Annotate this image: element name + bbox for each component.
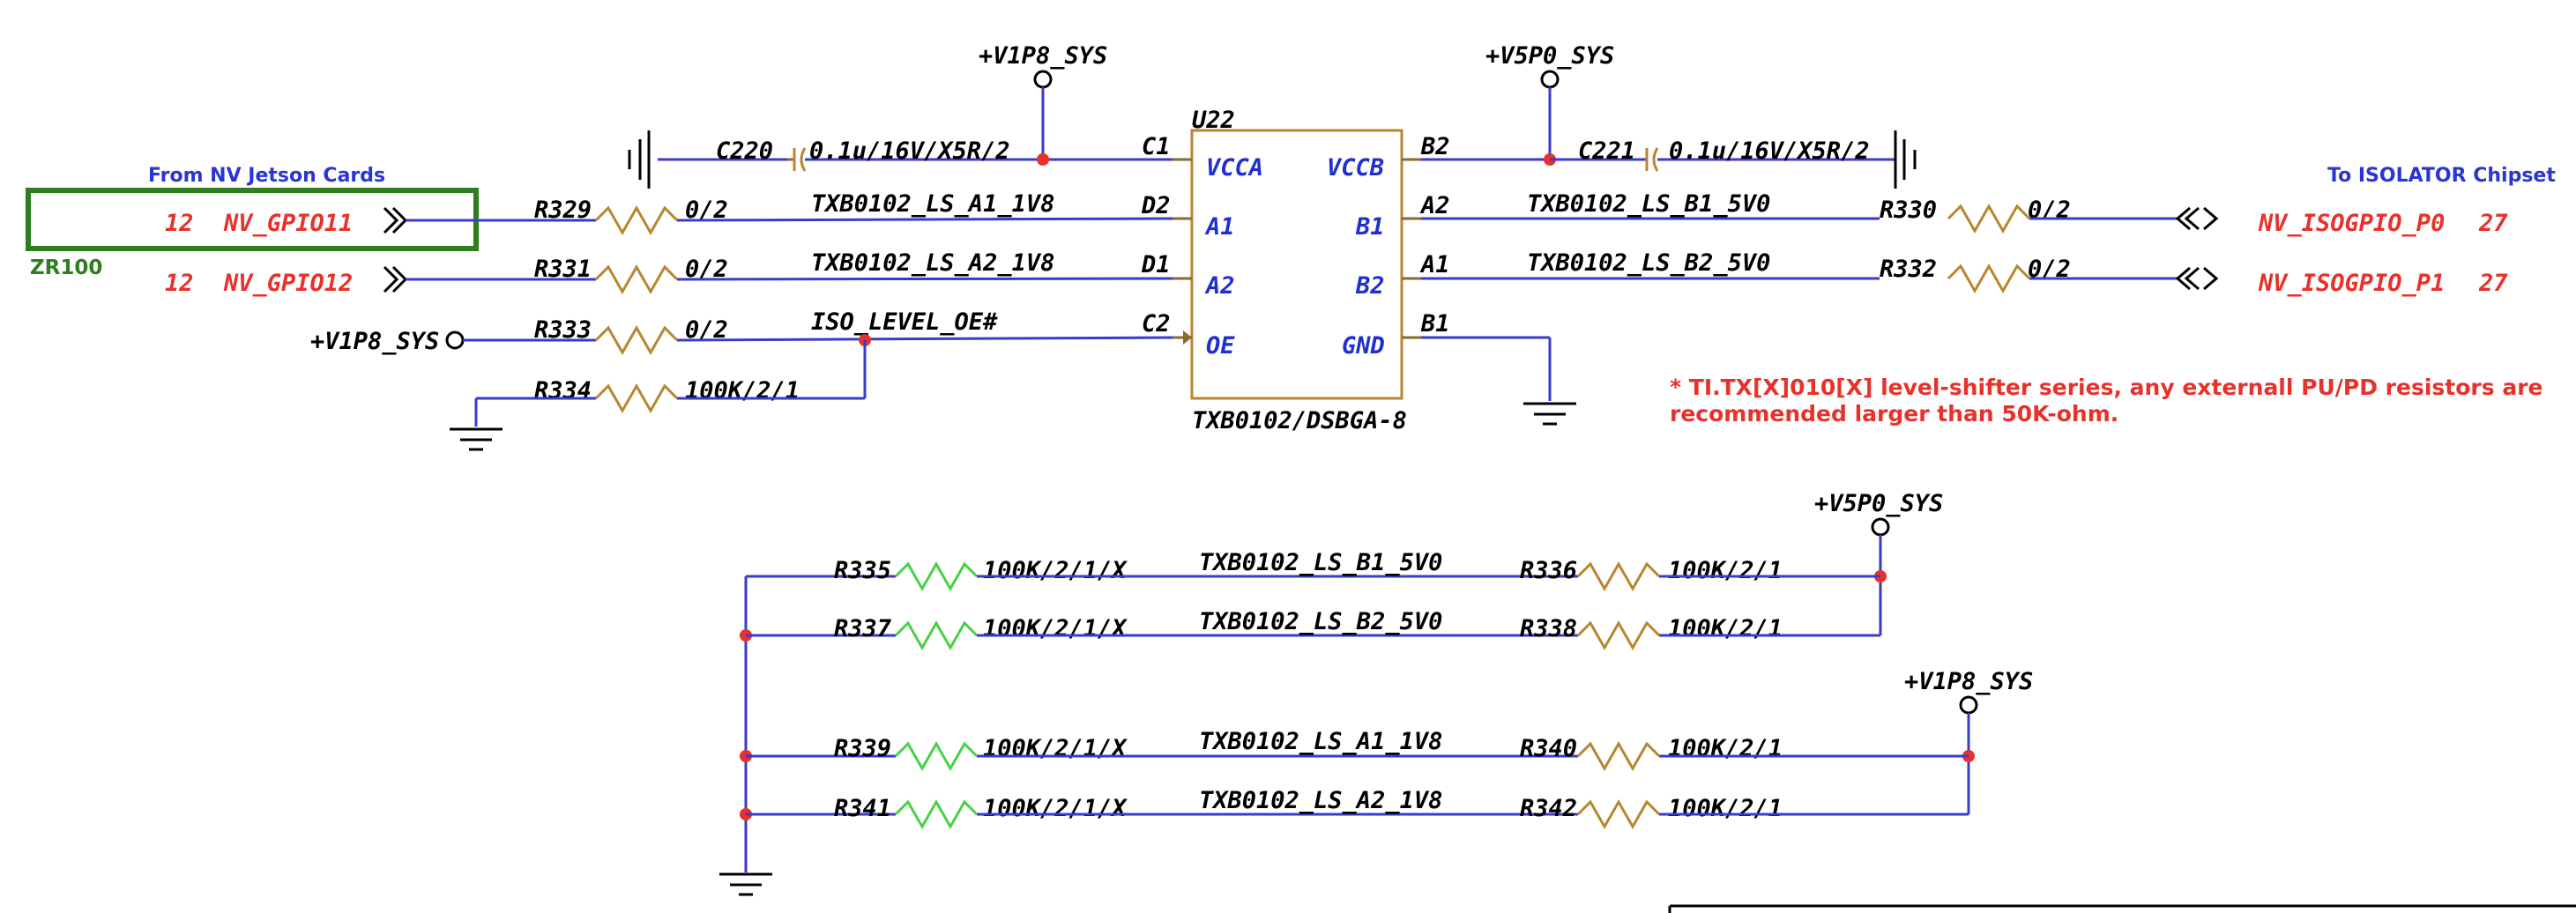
net-pu-a2: TXB0102_LS_A2_1V8 [1199,787,1442,814]
power-label-v5p0-top: +V5P0_SYS [1485,42,1614,70]
c220-ref: C220 [716,137,773,165]
r341-ref: R341 [834,795,891,822]
net-ls-b1: TXB0102_LS_B1_5V0 [1527,190,1770,218]
net-pu-b1: TXB0102_LS_B1_5V0 [1199,549,1442,576]
pin-vcca: VCCA [1206,154,1263,182]
pin-a1-inside: A1 [1204,213,1235,241]
right-header: To ISOLATOR Chipset [2327,165,2556,187]
r334-ref: R334 [534,377,592,405]
r340-ref: R340 [1520,735,1577,762]
pin-oe: OE [1206,332,1235,360]
r338-value: 100K/2/1 [1668,615,1783,642]
resistor-r333: R333 0/2 ISO_LEVEL_OE# [534,308,1173,356]
ground-left-icon [450,427,503,451]
power-label-v1p8-bottom: +V1P8_SYS [1904,668,2033,695]
pin-d2: D2 [1141,192,1171,219]
r338-ref: R338 [1520,615,1577,642]
gpio11-port-icon [383,206,408,234]
pin-b1-outside: B1 [1420,310,1450,338]
isogpio-p1-name: NV_ISOGPIO_P1 [2258,270,2445,297]
chip-u22: U22 TXB0102/DSBGA-8 VCCA A1 A2 OE VCCB B… [1141,107,1450,434]
ground-right-icon [1523,402,1576,426]
r336-value: 100K/2/1 [1668,557,1783,584]
net-ls-b2: TXB0102_LS_B2_5V0 [1527,249,1770,277]
net-pu-a1: TXB0102_LS_A1_1V8 [1199,728,1442,755]
net-ls-a1: TXB0102_LS_A1_1V8 [811,190,1054,218]
c221-value: 0.1u/16V/X5R/2 [1669,137,1870,165]
net-pu-b2: TXB0102_LS_B2_5V0 [1199,608,1442,635]
chip-part: TXB0102/DSBGA-8 [1192,407,1407,434]
power-v5p0-top: +V5P0_SYS [1485,42,1614,160]
resistor-r334: R334 100K/2/1 [474,340,867,427]
r340-value: 100K/2/1 [1668,735,1783,762]
r336-ref: R336 [1520,557,1577,584]
power-label-v1p8-top: +V1P8_SYS [979,42,1107,70]
r334-value: 100K/2/1 [685,377,800,405]
r332-ref: R332 [1880,256,1937,283]
isogpio-p0-number: 27 [2478,210,2508,237]
r337-ref: R337 [834,615,892,642]
gpio11-name: NV_GPIO11 [223,210,353,237]
power-label-v5p0-bottom: +V5P0_SYS [1814,490,1943,517]
net-iso-level-oe: ISO_LEVEL_OE# [811,308,998,336]
r335-ref: R335 [834,557,891,584]
c220-value: 0.1u/16V/X5R/2 [809,137,1010,165]
r339-ref: R339 [834,735,891,762]
r335-value: 100K/2/1/X [983,557,1128,584]
pin-a1-outside: A1 [1419,251,1450,278]
resistor-r331: R331 0/2 TXB0102_LS_A2_1V8 [534,249,1173,295]
c221-ref: C221 [1578,137,1635,165]
power-v1p8-top: +V1P8_SYS [979,42,1107,160]
design-note: * TI.TX[X]010[X] level-shifter series, a… [1670,375,2543,427]
left-signal-block: From NV Jetson Cards ZR100 12 NV_GPIO11 … [26,165,596,355]
r333-ref: R333 [534,316,592,344]
gpio12-name: NV_GPIO12 [223,270,353,297]
zr100-label: ZR100 [30,256,102,279]
ground-bottom-icon [719,872,772,896]
r337-value: 100K/2/1/X [983,615,1128,642]
pin-d1: D1 [1141,251,1171,278]
title-block-frame [1668,904,2576,913]
note-line2: recommended larger than 50K-ohm. [1670,401,2118,427]
isogpio-p1-number: 27 [2478,270,2508,297]
r342-value: 100K/2/1 [1668,795,1783,822]
r330-ref: R330 [1880,197,1937,224]
pullup-network: +V5P0_SYS +V1P8_SYS R335 100K/2/1/X TXB0… [740,490,2033,872]
pin-b1-inside: B1 [1355,213,1385,241]
r339-value: 100K/2/1/X [983,735,1128,762]
note-line1: * TI.TX[X]010[X] level-shifter series, a… [1670,375,2543,400]
pin-c1: C1 [1142,133,1171,160]
chip-ref: U22 [1192,107,1235,134]
pin-gnd: GND [1342,332,1385,360]
gpio11-number: 12 [165,210,194,237]
pin-c2: C2 [1142,310,1171,338]
gpio12-number: 12 [165,270,194,297]
capacitor-c220: C220 0.1u/16V/X5R/2 [628,130,1173,189]
pin-a2-inside: A2 [1204,272,1235,300]
net-ls-a2: TXB0102_LS_A2_1V8 [811,249,1054,277]
capacitor-c221: C221 0.1u/16V/X5R/2 [1400,130,1917,189]
left-header: From NV Jetson Cards [148,165,385,187]
isogpio-p1-port-icon [2175,266,2219,291]
right-signal-block: TXB0102_LS_B1_5V0 TXB0102_LS_B2_5V0 R330… [1421,165,2556,401]
pin-vccb: VCCB [1327,154,1384,182]
r341-value: 100K/2/1/X [983,795,1128,822]
power-label-v1p8-left: +V1P8_SYS [310,328,439,355]
pin-b2-outside: B2 [1420,133,1450,160]
pin-b2-inside: B2 [1355,272,1385,300]
resistor-r329: R329 0/2 TXB0102_LS_A1_1V8 [534,190,1173,236]
r342-ref: R342 [1520,795,1577,822]
isogpio-p0-name: NV_ISOGPIO_P0 [2258,210,2445,237]
r329-ref: R329 [534,197,592,224]
pin-a2-outside: A2 [1419,192,1450,219]
gpio12-port-icon [383,265,408,293]
r331-ref: R331 [534,256,592,283]
isogpio-p0-port-icon [2175,206,2219,231]
